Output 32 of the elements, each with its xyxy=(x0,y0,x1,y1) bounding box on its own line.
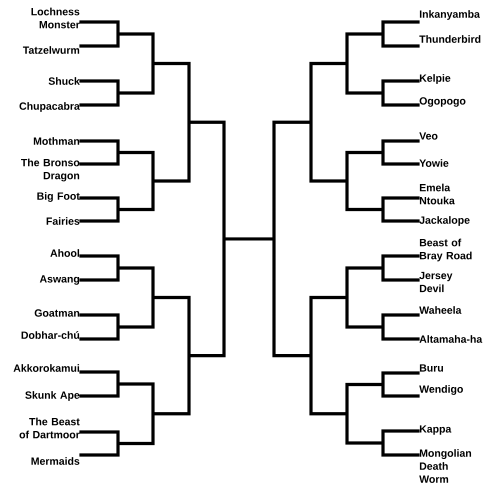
contestant-name: Beast of Bray Road xyxy=(420,238,472,262)
contestant-name: Mongolian Death Worm xyxy=(419,449,472,483)
contestant-name: Goatman xyxy=(34,309,80,317)
contestant-name: Ahool xyxy=(50,249,80,257)
contestant-name: The Bronso Dragon xyxy=(21,158,80,182)
contestant-name: Big Foot xyxy=(37,192,80,202)
contestant-name: Tatzelwurm xyxy=(22,46,80,54)
contestant-name: Jersey Devil xyxy=(419,272,452,292)
contestant-name: Emela Ntouka xyxy=(420,184,455,204)
contestant-name: Dobhar-chú xyxy=(22,331,80,339)
contestant-name: The Beast of Dartmoor xyxy=(20,418,80,438)
contestant-name: Altamaha-ha xyxy=(419,335,482,343)
contestant-name: Kappa xyxy=(420,425,452,435)
contestant-name: Waheela xyxy=(419,306,462,314)
contestant-name: Yowie xyxy=(419,159,448,167)
contestant-name: Fairies xyxy=(46,217,80,225)
contestant-name: Aswang xyxy=(40,275,80,285)
contestant-name: Skunk Ape xyxy=(25,391,80,401)
contestant-name: Kelpie xyxy=(420,74,450,84)
contestant-name: Jackalope xyxy=(419,216,470,226)
contestant-name: Chupacabra xyxy=(20,102,80,112)
contestant-name: Mermaids xyxy=(31,457,80,465)
contestant-name: Ogopogo xyxy=(420,97,466,107)
contestant-name: Lochness Monster xyxy=(32,8,80,28)
contestant-name: Inkanyamba xyxy=(420,10,480,20)
contestant-name: Veo xyxy=(419,132,438,140)
contestant-name: Shuck xyxy=(48,77,80,85)
contestant-name: Thunderbird xyxy=(419,35,480,43)
contestant-name: Akkorokamui xyxy=(14,364,80,372)
contestant-name: Mothman xyxy=(34,137,80,145)
contestant-name: Wendigo xyxy=(419,385,463,395)
contestant-name: Buru xyxy=(420,364,443,372)
